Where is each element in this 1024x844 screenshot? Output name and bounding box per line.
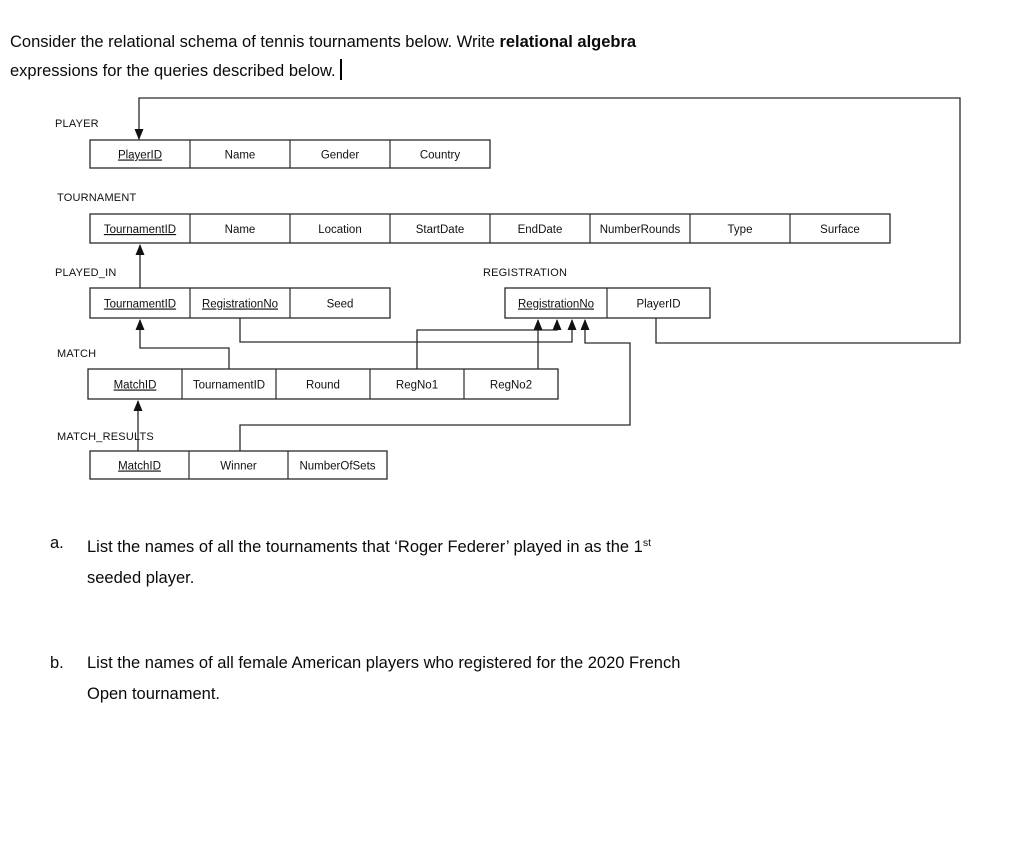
question-a-line1: List the names of all the tournaments th…	[87, 528, 651, 563]
column-NumberRounds: NumberRounds	[600, 224, 681, 236]
column-MatchID: MatchID	[114, 380, 157, 392]
column-Location: Location	[318, 224, 361, 236]
fk-playedin-registrationno-to-registration	[239, 318, 577, 343]
question-a-line2: seeded player.	[87, 563, 651, 594]
table-REGISTRATION: REGISTRATION RegistrationNo PlayerID	[483, 267, 711, 319]
column-Name: Name	[225, 150, 256, 162]
column-NumberOfSets: NumberOfSets	[299, 461, 375, 473]
intro-line-2: expressions for the queries described be…	[10, 57, 636, 86]
question-b-line2-text: Open tournament.	[87, 685, 220, 703]
column-TournamentID: TournamentID	[104, 299, 176, 311]
question-a-line1-text: List the names of all the tournaments th…	[87, 538, 643, 556]
column-TournamentID: TournamentID	[193, 380, 265, 392]
table-label-MATCH_RESULTS: MATCH_RESULTS	[57, 431, 154, 443]
table-box	[89, 450, 388, 480]
fk-matchresults-matchid-to-match	[133, 400, 143, 451]
column-Seed: Seed	[327, 299, 354, 311]
table-PLAYED_IN: PLAYED_IN TournamentID RegistrationNo Seed	[55, 267, 391, 319]
fk-arrowhead	[133, 400, 143, 411]
question-b-marker: b.	[50, 654, 64, 672]
fk-match-regno2-to-registration	[533, 319, 543, 369]
fk-arrowhead	[135, 244, 145, 255]
fk-playedin-tournamentid-to-tournament	[135, 244, 145, 288]
table-MATCH_RESULTS: MATCH_RESULTS MatchID Winner NumberOfSets	[57, 431, 388, 480]
column-Round: Round	[306, 380, 340, 392]
table-label-PLAYER: PLAYER	[55, 118, 99, 130]
column-RegistrationNo: RegistrationNo	[518, 299, 594, 311]
fk-arrowhead	[580, 319, 590, 330]
column-StartDate: StartDate	[416, 224, 465, 236]
fk-match-regno1-to-registration	[416, 319, 562, 369]
table-label-MATCH: MATCH	[57, 348, 96, 360]
fk-arrowhead	[552, 319, 562, 330]
schema-diagram: PLAYER PlayerID Name Gender CountryTOURNAMEN…	[55, 97, 961, 480]
question-b-body: List the names of all female American pl…	[87, 648, 680, 710]
text-cursor	[339, 59, 342, 80]
table-TOURNAMENT: TOURNAMENT TournamentID Name Location StartD…	[57, 192, 891, 244]
fk-registration-playerid-to-player	[134, 97, 961, 344]
question-b[interactable]: b. List the names of all female American…	[50, 648, 680, 710]
column-PlayerID: PlayerID	[636, 299, 680, 311]
table-box	[87, 368, 559, 400]
intro-line-1: Consider the relational schema of tennis…	[10, 28, 636, 57]
question-a-marker: a.	[50, 534, 64, 552]
question-a-superscript: st	[642, 537, 651, 549]
fk-arrowhead	[134, 129, 144, 140]
table-label-REGISTRATION: REGISTRATION	[483, 267, 567, 279]
fk-arrowhead	[533, 319, 543, 330]
column-Country: Country	[420, 150, 461, 162]
table-label-TOURNAMENT: TOURNAMENT	[57, 192, 136, 204]
question-a-body: List the names of all the tournaments th…	[87, 528, 651, 594]
question-b-line1-text: List the names of all female American pl…	[87, 654, 681, 672]
intro-text-2: expressions for the queries described be…	[10, 62, 336, 80]
table-MATCH: MATCH MatchID TournamentID Round RegNo1 RegNo…	[57, 348, 559, 400]
question-a[interactable]: a. List the names of all the tournaments…	[50, 528, 651, 594]
fk-match-tournamentid-to-playedin	[135, 319, 230, 369]
column-Type: Type	[728, 224, 753, 236]
intro-paragraph[interactable]: Consider the relational schema of tennis…	[10, 28, 636, 86]
column-RegNo1: RegNo1	[396, 380, 438, 392]
column-Gender: Gender	[321, 150, 360, 162]
column-MatchID: MatchID	[118, 461, 161, 473]
question-a-line2-text: seeded player.	[87, 569, 195, 587]
column-RegNo2: RegNo2	[490, 380, 532, 392]
fk-arrowhead	[567, 319, 577, 330]
column-Surface: Surface	[820, 224, 860, 236]
intro-text: Consider the relational schema of tennis…	[10, 33, 500, 51]
intro-bold-text: relational algebra	[499, 33, 637, 51]
fk-matchresults-winner-to-registration	[239, 319, 631, 451]
table-label-PLAYED_IN: PLAYED_IN	[55, 267, 117, 279]
column-PlayerID: PlayerID	[118, 150, 162, 162]
question-b-line1: List the names of all female American pl…	[87, 648, 680, 679]
column-Name: Name	[225, 224, 256, 236]
column-RegistrationNo: RegistrationNo	[202, 299, 278, 311]
column-TournamentID: TournamentID	[104, 224, 176, 236]
column-Winner: Winner	[220, 461, 257, 473]
fk-arrowhead	[135, 319, 145, 330]
question-b-line2: Open tournament.	[87, 679, 680, 710]
column-EndDate: EndDate	[518, 224, 563, 236]
table-PLAYER: PLAYER PlayerID Name Gender Country	[55, 118, 491, 169]
